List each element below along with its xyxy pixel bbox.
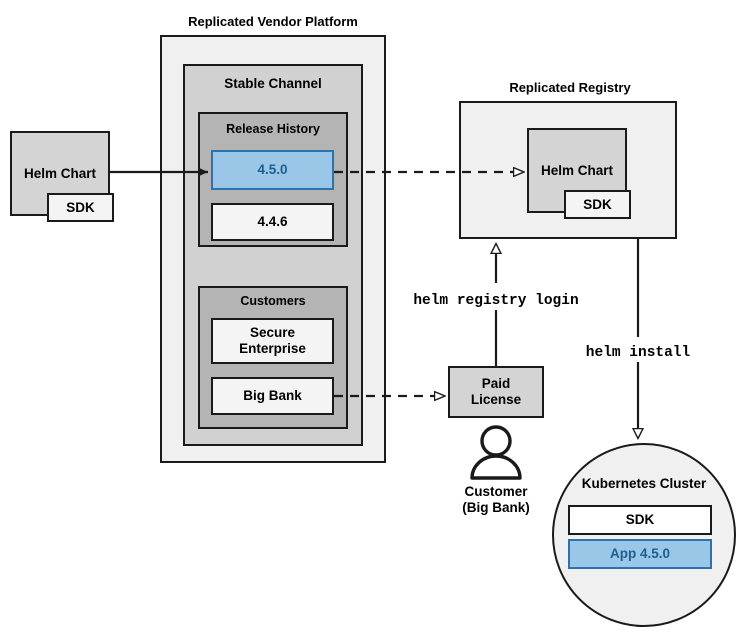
kubernetes-cluster-label: Kubernetes Cluster — [581, 476, 707, 491]
release-item-4-4-6[interactable]: 4.4.6 — [211, 203, 334, 241]
paid-license-node[interactable]: Paid License — [448, 366, 544, 418]
paid-license-line-2: License — [470, 392, 522, 407]
actor-label-line-2: (Big Bank) — [462, 500, 530, 515]
registry-sdk-box[interactable]: SDK — [564, 190, 631, 219]
source-helm-chart-label: Helm Chart — [23, 166, 96, 181]
command-helm-install: helm install — [585, 345, 691, 361]
customer-actor-icon — [470, 425, 522, 480]
release-history-label: Release History — [226, 122, 320, 136]
command-helm-registry-login: helm registry login — [413, 293, 579, 309]
customer-secure-enterprise-label: Secure Enterprise — [239, 325, 306, 356]
actor-label-line-1: Customer — [464, 484, 528, 499]
registry-title: Replicated Registry — [509, 80, 631, 95]
cluster-item-app[interactable]: App 4.5.0 — [568, 539, 712, 569]
release-item-4-5-0[interactable]: 4.5.0 — [211, 150, 334, 190]
registry-helm-chart-label: Helm Chart — [540, 163, 613, 178]
paid-license-line-1: Paid — [481, 376, 511, 392]
customer-secure-enterprise[interactable]: Secure Enterprise — [211, 318, 334, 364]
cluster-item-sdk[interactable]: SDK — [568, 505, 712, 535]
kubernetes-cluster-container — [552, 443, 736, 627]
stable-channel-label: Stable Channel — [224, 76, 322, 91]
customers-label: Customers — [240, 294, 306, 308]
source-sdk-box[interactable]: SDK — [47, 193, 114, 222]
customer-big-bank[interactable]: Big Bank — [211, 377, 334, 415]
platform-title: Replicated Vendor Platform — [188, 14, 358, 29]
